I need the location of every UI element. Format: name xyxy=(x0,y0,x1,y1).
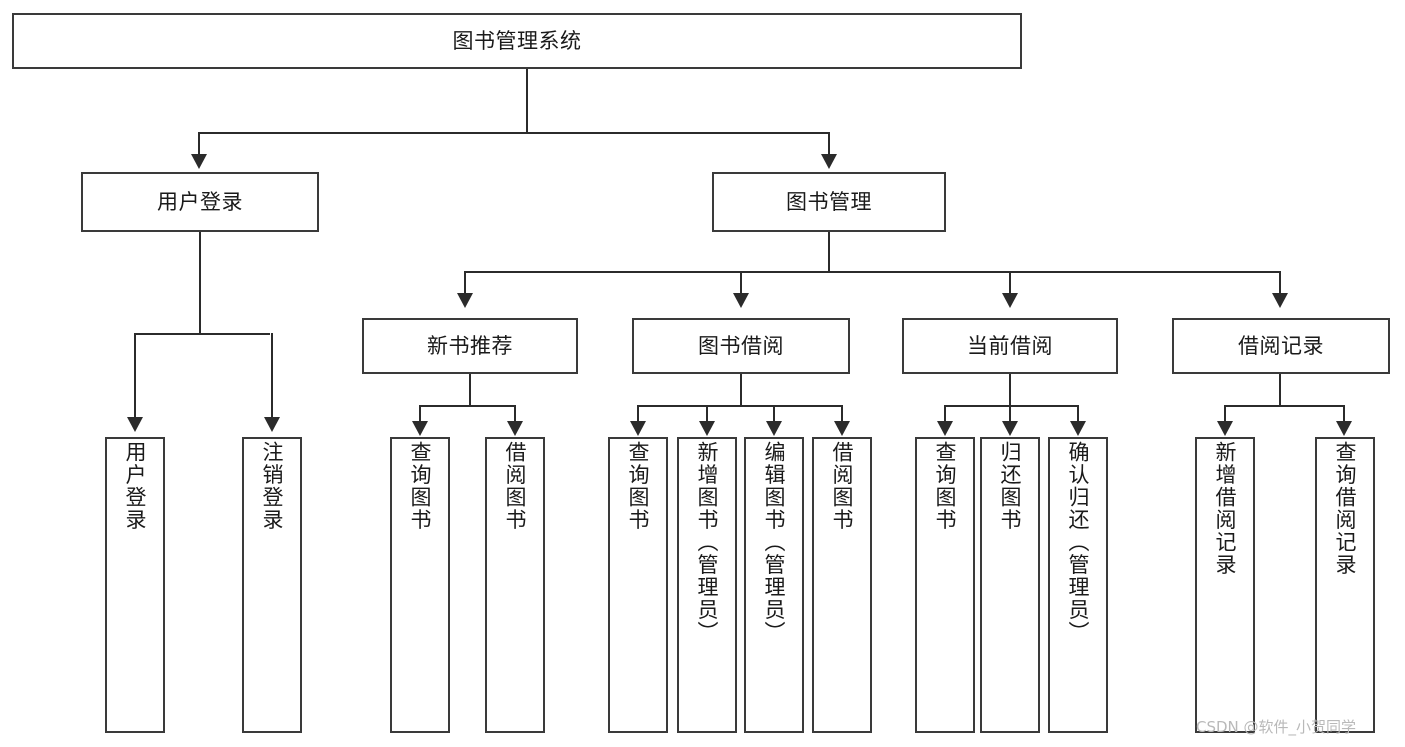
connector-new-book-drop-2 xyxy=(514,405,516,423)
arrowhead-leaf-query-book-3 xyxy=(937,421,953,436)
arrowhead-leaf-user-login xyxy=(127,417,143,432)
arrowhead-book-borrow xyxy=(733,293,749,308)
node-label: 归还图书 xyxy=(998,441,1023,531)
leaf-return-book[interactable]: 归还图书 xyxy=(980,437,1040,733)
leaf-query-borrow-record[interactable]: 查询借阅记录 xyxy=(1315,437,1375,733)
node-label: 查询图书 xyxy=(408,441,433,531)
connector-borrow-record-stem xyxy=(1279,374,1281,406)
connector-user-login-drop-2 xyxy=(271,333,273,419)
leaf-add-borrow-record[interactable]: 新增借阅记录 xyxy=(1195,437,1255,733)
connector-user-login-stem xyxy=(199,232,201,334)
leaf-borrow-book-new[interactable]: 借阅图书 xyxy=(485,437,545,733)
node-user-login[interactable]: 用户登录 xyxy=(81,172,319,232)
connector-borrow-record-bus xyxy=(1224,405,1345,407)
leaf-query-book-new[interactable]: 查询图书 xyxy=(390,437,450,733)
arrowhead-leaf-logout xyxy=(264,417,280,432)
arrowhead-leaf-query-book-1 xyxy=(412,421,428,436)
arrowhead-leaf-query-book-2 xyxy=(630,421,646,436)
node-label: 借阅图书 xyxy=(830,441,855,531)
node-label: 查询借阅记录 xyxy=(1333,441,1358,576)
arrowhead-leaf-add-book xyxy=(699,421,715,436)
connector-current-borrow-drop-2 xyxy=(1009,405,1011,423)
leaf-query-book-borrow[interactable]: 查询图书 xyxy=(608,437,668,733)
leaf-borrow-book-borrow[interactable]: 借阅图书 xyxy=(812,437,872,733)
leaf-query-book-current[interactable]: 查询图书 xyxy=(915,437,975,733)
connector-book-mgmt-stem xyxy=(828,232,830,272)
node-label: 编辑图书（管理员） xyxy=(762,441,787,644)
node-current-borrow[interactable]: 当前借阅 xyxy=(902,318,1118,374)
arrowhead-user-login xyxy=(191,154,207,169)
node-label: 借阅图书 xyxy=(503,441,528,531)
node-label: 借阅记录 xyxy=(1238,333,1324,358)
arrowhead-book-mgmt xyxy=(821,154,837,169)
node-label: 图书借阅 xyxy=(698,333,784,358)
arrowhead-new-book xyxy=(457,293,473,308)
node-book-management[interactable]: 图书管理 xyxy=(712,172,946,232)
connector-current-borrow-bus xyxy=(944,405,1078,407)
node-root-system[interactable]: 图书管理系统 xyxy=(12,13,1022,69)
connector-borrow-record-drop-1 xyxy=(1224,405,1226,423)
connector-root-to-user-login xyxy=(198,132,200,156)
connector-book-borrow-drop-3 xyxy=(773,405,775,423)
watermark-text: CSDN @软件_小贺同学 xyxy=(1196,718,1357,736)
connector-new-book-bus xyxy=(419,405,516,407)
connector-current-borrow-drop-1 xyxy=(944,405,946,423)
node-borrow-record[interactable]: 借阅记录 xyxy=(1172,318,1390,374)
node-label: 确认归还（管理员） xyxy=(1066,441,1091,644)
node-label: 图书管理系统 xyxy=(452,28,582,53)
connector-user-login-bus xyxy=(134,333,270,335)
node-label: 当前借阅 xyxy=(967,333,1053,358)
arrowhead-leaf-borrow-book-1 xyxy=(507,421,523,436)
connector-current-borrow-drop-3 xyxy=(1077,405,1079,423)
arrowhead-leaf-query-record xyxy=(1336,421,1352,436)
node-new-book-recommend[interactable]: 新书推荐 xyxy=(362,318,578,374)
arrowhead-current-borrow xyxy=(1002,293,1018,308)
connector-user-login-drop-1 xyxy=(134,333,136,419)
node-label: 注销登录 xyxy=(260,441,285,531)
connector-new-book-drop-1 xyxy=(419,405,421,423)
connector-root-to-book-mgmt xyxy=(828,132,830,156)
connector-borrow-record-drop-2 xyxy=(1343,405,1345,423)
node-label: 新书推荐 xyxy=(427,333,513,358)
connector-book-mgmt-drop-4 xyxy=(1279,271,1281,295)
node-label: 用户登录 xyxy=(157,189,243,214)
leaf-logout[interactable]: 注销登录 xyxy=(242,437,302,733)
connector-book-borrow-bus xyxy=(637,405,842,407)
node-label: 用户登录 xyxy=(123,441,148,531)
leaf-confirm-return-admin[interactable]: 确认归还（管理员） xyxy=(1048,437,1108,733)
arrowhead-leaf-confirm-return xyxy=(1070,421,1086,436)
arrowhead-borrow-record xyxy=(1272,293,1288,308)
connector-book-mgmt-drop-2 xyxy=(740,271,742,295)
connector-book-borrow-drop-4 xyxy=(841,405,843,423)
connector-book-mgmt-bus xyxy=(464,271,1280,273)
node-label: 查询图书 xyxy=(626,441,651,531)
arrowhead-leaf-return-book xyxy=(1002,421,1018,436)
node-label: 图书管理 xyxy=(786,189,872,214)
connector-book-borrow-drop-1 xyxy=(637,405,639,423)
arrowhead-leaf-edit-book xyxy=(766,421,782,436)
connector-root-stem xyxy=(526,69,528,133)
connector-new-book-stem xyxy=(469,374,471,406)
leaf-edit-book-admin[interactable]: 编辑图书（管理员） xyxy=(744,437,804,733)
node-book-borrow[interactable]: 图书借阅 xyxy=(632,318,850,374)
connector-book-mgmt-drop-1 xyxy=(464,271,466,295)
arrowhead-leaf-add-record xyxy=(1217,421,1233,436)
arrowhead-leaf-borrow-book-2 xyxy=(834,421,850,436)
connector-root-bus xyxy=(198,132,830,134)
node-label: 新增借阅记录 xyxy=(1213,441,1238,576)
leaf-add-book-admin[interactable]: 新增图书（管理员） xyxy=(677,437,737,733)
connector-book-mgmt-drop-3 xyxy=(1009,271,1011,295)
node-label: 查询图书 xyxy=(933,441,958,531)
connector-current-borrow-stem xyxy=(1009,374,1011,406)
connector-book-borrow-stem xyxy=(740,374,742,406)
node-label: 新增图书（管理员） xyxy=(695,441,720,644)
leaf-user-login[interactable]: 用户登录 xyxy=(105,437,165,733)
connector-book-borrow-drop-2 xyxy=(706,405,708,423)
